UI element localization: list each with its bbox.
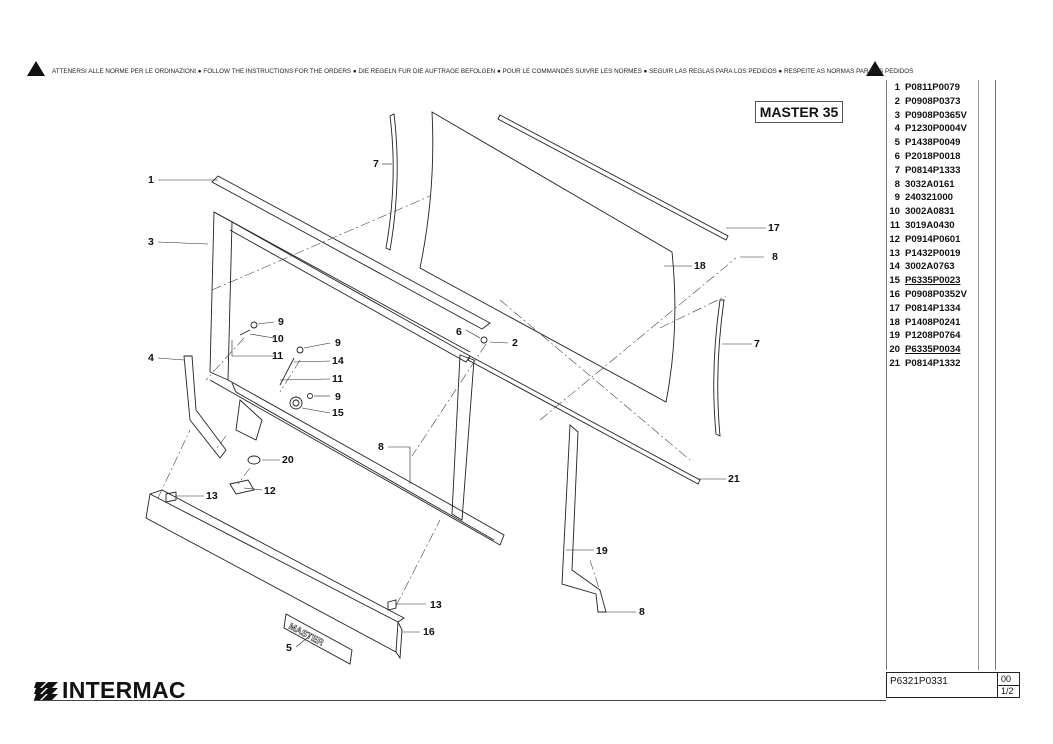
callout-5: 5 bbox=[286, 642, 292, 654]
part-code: P0908P0373 bbox=[905, 95, 961, 107]
callout-11: 11 bbox=[272, 350, 284, 362]
part-number: 16 bbox=[889, 289, 900, 300]
callout-13: 13 bbox=[206, 490, 218, 502]
callout-1: 1 bbox=[148, 174, 154, 186]
title-block: P6321P0331 00 1/2 bbox=[886, 672, 1020, 698]
exploded-view-drawing: MASTER bbox=[145, 111, 766, 665]
part-number: 8 bbox=[894, 178, 900, 190]
part-code: 3002A0831 bbox=[905, 206, 955, 218]
warning-triangle-icon bbox=[866, 61, 884, 76]
warning-triangle-icon bbox=[27, 61, 45, 76]
callout-12: 12 bbox=[264, 485, 276, 497]
part-code: P0814P1333 bbox=[905, 164, 961, 176]
part-code: P1230P0004V bbox=[905, 123, 967, 135]
callout-8: 8 bbox=[772, 251, 778, 263]
footer-rule bbox=[34, 700, 886, 701]
part-number: 10 bbox=[889, 206, 900, 218]
callout-18: 18 bbox=[694, 260, 706, 272]
callout-3: 3 bbox=[148, 236, 154, 248]
callout-9: 9 bbox=[335, 391, 341, 403]
part-code: P1408P0241 bbox=[905, 316, 961, 328]
callout-21: 21 bbox=[728, 473, 740, 485]
part-number: 13 bbox=[889, 247, 900, 259]
callout-9: 9 bbox=[278, 316, 284, 328]
part-code: P1438P0049 bbox=[905, 137, 961, 149]
callout-11: 11 bbox=[332, 373, 344, 385]
callout-8: 8 bbox=[378, 441, 384, 453]
part-number: 6 bbox=[894, 151, 900, 162]
part-code: P6335P0034 bbox=[905, 344, 961, 356]
part-number: 2 bbox=[894, 95, 900, 107]
part-code: P1432P0019 bbox=[905, 247, 961, 259]
callout-4: 4 bbox=[148, 352, 154, 364]
part-number: 15 bbox=[889, 275, 900, 287]
revision: 00 bbox=[1001, 674, 1012, 684]
intermac-logo-mark bbox=[34, 682, 58, 700]
part-code: P0811P0079 bbox=[905, 82, 960, 93]
part-number: 9 bbox=[894, 192, 900, 204]
callout-14: 14 bbox=[332, 355, 344, 367]
parts-list: 1 P0811P0079 2 P0908P0373 3 P0908P0365V 4 P1230… bbox=[886, 80, 996, 670]
drawing-code: P6321P0331 bbox=[890, 676, 948, 687]
callout-13: 13 bbox=[430, 599, 442, 611]
part-number: 18 bbox=[889, 316, 900, 328]
part-code: P0908P0365V bbox=[905, 109, 967, 121]
part-code: P0814P1332 bbox=[905, 358, 961, 369]
callout-20: 20 bbox=[282, 454, 294, 466]
callout-15: 15 bbox=[332, 407, 344, 419]
part-code: 3019A0430 bbox=[905, 220, 955, 231]
part-number: 5 bbox=[894, 137, 900, 149]
part-code: P0908P0352V bbox=[905, 289, 967, 300]
callout-6: 6 bbox=[456, 326, 462, 338]
brand-logo: INTERMAC bbox=[62, 677, 186, 703]
part-number: 20 bbox=[889, 344, 900, 356]
callout-10: 10 bbox=[272, 333, 284, 345]
part-code: P1208P0764 bbox=[905, 330, 961, 342]
part-number: 19 bbox=[889, 330, 900, 342]
model-title: MASTER 35 bbox=[755, 101, 843, 123]
part-code: 3032A0161 bbox=[905, 178, 955, 190]
callout-2: 2 bbox=[512, 337, 518, 349]
part-number: 21 bbox=[889, 358, 900, 369]
callout-9: 9 bbox=[335, 337, 341, 349]
part-code: P2018P0018 bbox=[905, 151, 961, 162]
callout-19: 19 bbox=[596, 545, 608, 557]
part-number: 17 bbox=[889, 302, 900, 314]
part-number: 1 bbox=[894, 82, 900, 93]
callout-7: 7 bbox=[754, 338, 760, 350]
callout-8: 8 bbox=[639, 606, 645, 618]
part-number: 3 bbox=[894, 109, 900, 121]
part-code: P6335P0023 bbox=[905, 275, 961, 287]
callout-17: 17 bbox=[768, 222, 780, 234]
page-number: 1/2 bbox=[1001, 686, 1014, 696]
part-code: P0814P1334 bbox=[905, 302, 961, 314]
part-code: P0914P0601 bbox=[905, 233, 961, 245]
part-code: 3002A0763 bbox=[905, 261, 955, 273]
order-notice: ATTENERSI ALLE NORME PER LE ORDINAZIONI … bbox=[52, 68, 914, 75]
part-number: 14 bbox=[889, 261, 900, 273]
callout-16: 16 bbox=[423, 626, 435, 638]
callout-7: 7 bbox=[373, 158, 379, 170]
part-number: 12 bbox=[889, 233, 900, 245]
part-number: 7 bbox=[894, 164, 900, 176]
part-code: 240321000 bbox=[905, 192, 954, 204]
part-number: 4 bbox=[894, 123, 900, 135]
parts-list-divider bbox=[978, 80, 979, 670]
part-number: 11 bbox=[889, 220, 900, 231]
